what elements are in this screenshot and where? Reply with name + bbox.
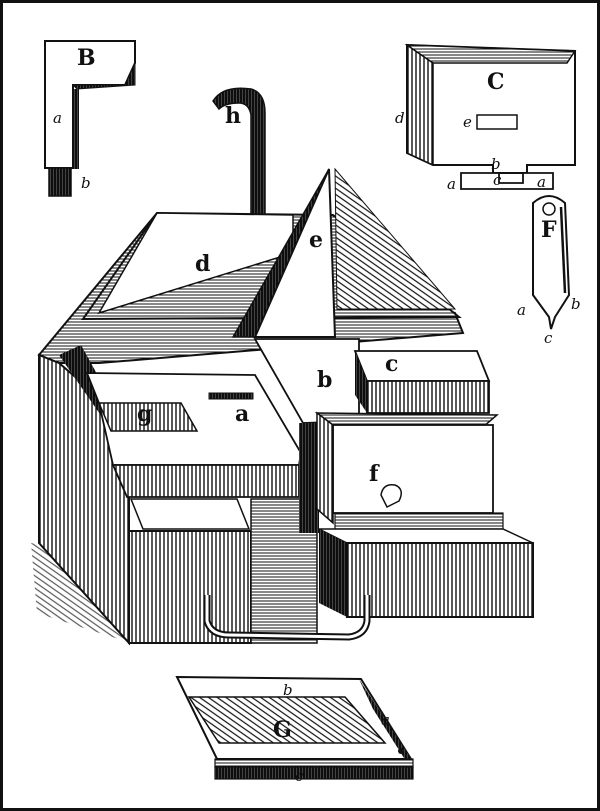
figure-f-part-a: a (517, 301, 526, 319)
figure-f-title: F (541, 217, 557, 243)
figure-g: G b a c (175, 675, 414, 785)
main-part-g: g (137, 401, 152, 427)
figure-f: F a b c (517, 195, 581, 347)
figure-c-part-c: c (493, 171, 502, 189)
figure-c-part-b: b (491, 155, 501, 173)
main-part-e: e (309, 227, 323, 253)
figure-f-part-c: c (544, 329, 553, 347)
main-part-b: b (317, 367, 332, 393)
main-part-f: f (369, 461, 380, 487)
figure-c-title: C (487, 69, 505, 95)
figure-g-part-b: b (283, 681, 293, 699)
figure-b-part-a: a (53, 109, 62, 127)
figure-g-part-a: a (381, 711, 390, 729)
figure-g-part-c: c (295, 767, 304, 785)
figure-c-part-d: d (395, 109, 405, 127)
figure-b-part-b: b (81, 174, 91, 192)
main-apparatus: h d e b c a g (31, 87, 534, 646)
figure-c-part-a-right: a (537, 173, 546, 191)
main-part-c: c (385, 351, 398, 377)
figure-c: C d e b c a a (395, 43, 577, 193)
figure-c-part-a-left: a (447, 175, 456, 193)
main-part-a: a (235, 401, 249, 427)
figure-g-title: G (273, 717, 292, 743)
figure-b: B a b (44, 40, 136, 197)
main-part-h: h (225, 103, 241, 129)
figure-f-part-b: b (571, 295, 581, 313)
main-part-d: d (195, 251, 210, 277)
figure-c-part-e: e (463, 113, 472, 131)
engraving-drawing: B a b C d e b c a a F a b c h (31, 40, 581, 785)
figure-b-title: B (77, 45, 96, 71)
